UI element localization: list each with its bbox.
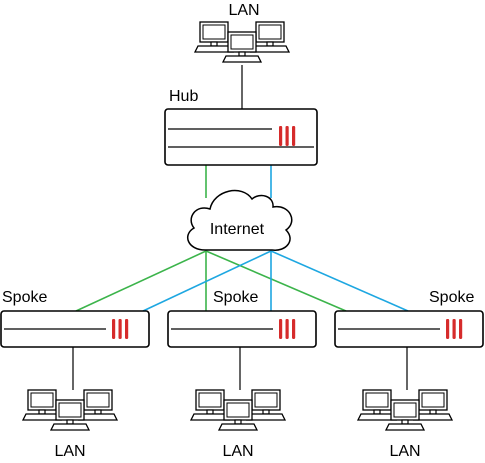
link-internet-spoke-left-green — [75, 250, 207, 312]
lan-middle: LAN — [191, 390, 285, 460]
lan-top: LAN — [195, 2, 289, 62]
spoke-right-firewall — [334, 310, 484, 348]
link-internet-spoke-right-blue — [270, 250, 409, 312]
lan-right-label: LAN — [389, 443, 420, 460]
computer-group-icon — [191, 390, 285, 430]
hub-firewall — [164, 108, 318, 166]
firewall-brand-icon — [112, 319, 129, 339]
spoke-middle-firewall — [167, 310, 317, 348]
spoke-middle-label: Spoke — [213, 289, 258, 306]
firewall-brand-icon — [446, 319, 463, 339]
computer-group-icon — [358, 390, 452, 430]
lan-right: LAN — [358, 390, 452, 460]
lan-left: LAN — [23, 390, 117, 460]
computer-group-icon — [195, 22, 289, 62]
internet-cloud: Internet — [186, 189, 293, 251]
internet-label: Internet — [210, 221, 265, 238]
lan-middle-label: LAN — [222, 443, 253, 460]
spoke-left-label: Spoke — [2, 289, 47, 306]
firewall-brand-icon — [279, 126, 296, 146]
spoke-right-label: Spoke — [429, 289, 474, 306]
hub-label: Hub — [169, 88, 198, 105]
computer-group-icon — [23, 390, 117, 430]
link-internet-spoke-left-blue — [142, 250, 272, 312]
spoke-left-firewall — [0, 310, 150, 348]
links — [72, 65, 409, 390]
cloud-icon — [186, 189, 293, 251]
lan-top-label: LAN — [228, 2, 259, 19]
lan-left-label: LAN — [54, 443, 85, 460]
firewall-brand-icon — [279, 319, 296, 339]
link-internet-spoke-right-green — [205, 250, 347, 312]
